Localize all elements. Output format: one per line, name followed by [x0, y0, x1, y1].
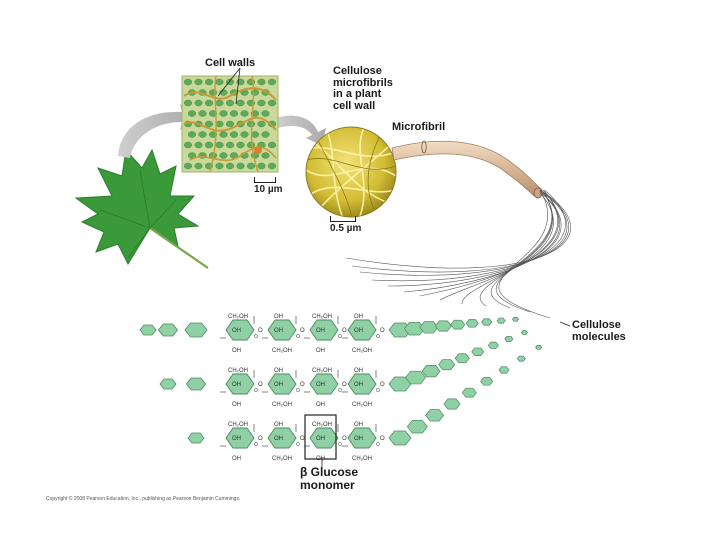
svg-text:OH: OH [316, 436, 325, 442]
cellulose-glucose-chains: CH₂OH OH OH O CH₂OH OH OH O CH₂OH OH OH O CH₂OH OH OH O… [139, 314, 543, 462]
svg-text:O: O [342, 436, 347, 442]
svg-text:OH: OH [232, 402, 241, 408]
svg-text:O: O [300, 436, 305, 442]
beta-glucose-line-1: β Glucose [300, 465, 359, 479]
svg-text:OH: OH [232, 382, 241, 388]
svg-text:CH₂OH: CH₂OH [352, 348, 372, 354]
svg-text:CH₂OH: CH₂OH [272, 348, 292, 354]
beta-glucose-caption: β Glucose monomer [300, 466, 358, 491]
svg-text:OH: OH [354, 368, 363, 374]
svg-text:OH: OH [274, 328, 283, 334]
microfibril-micrograph [305, 126, 397, 218]
svg-text:OH: OH [354, 314, 363, 320]
svg-text:O: O [342, 328, 347, 334]
maple-leaf-illustration [74, 148, 209, 269]
svg-text:OH: OH [354, 382, 363, 388]
cell-walls-micrograph [181, 75, 279, 173]
cellulose-molecule-strands [345, 189, 572, 319]
svg-text:O: O [300, 382, 305, 388]
svg-text:O: O [380, 382, 385, 388]
svg-text:OH: OH [232, 456, 241, 462]
scale-bar-0-5um-label: 0.5 µm [330, 223, 362, 234]
svg-text:O: O [258, 328, 263, 334]
cell-walls-label: Cell walls [205, 57, 256, 69]
microfibrils-caption-line-2: microfibrils [333, 76, 393, 89]
arrow-cells-to-microfibrils [276, 115, 326, 146]
beta-glucose-monomer-box [304, 414, 337, 460]
svg-text:O: O [380, 328, 385, 334]
cell-walls-pointer [217, 67, 241, 97]
svg-text:OH: OH [274, 436, 283, 442]
microfibril-bundle [391, 140, 543, 197]
microfibrils-caption-line-4: cell wall [333, 99, 376, 112]
cellulose-molecules-caption: Cellulose molecules [572, 319, 626, 343]
cellulose-molecules-line-1: Cellulose [572, 319, 621, 331]
svg-text:O: O [258, 436, 263, 442]
copyright-notice: Copyright © 2008 Pearson Education, Inc.… [46, 496, 241, 502]
scale-bar-10um: 10 µm [254, 177, 283, 195]
svg-text:O: O [258, 382, 263, 388]
microfibrils-caption-line-3: in a plant [333, 88, 382, 101]
svg-text:OH: OH [354, 436, 363, 442]
svg-text:OH: OH [354, 422, 363, 428]
svg-text:CH₂OH: CH₂OH [228, 422, 248, 428]
svg-text:OH: OH [274, 314, 283, 320]
scale-bar-0-5um: 0.5 µm [330, 216, 361, 234]
microfibrils-caption-line-1: Cellulose [333, 65, 382, 77]
svg-text:O: O [300, 328, 305, 334]
svg-text:OH: OH [354, 328, 363, 334]
svg-text:CH₂OH: CH₂OH [312, 314, 332, 320]
svg-text:OH: OH [232, 328, 241, 334]
svg-text:CH₂OH: CH₂OH [352, 402, 372, 408]
svg-text:CH₂OH: CH₂OH [272, 402, 292, 408]
svg-text:OH: OH [232, 436, 241, 442]
svg-text:CH₂OH: CH₂OH [228, 314, 248, 320]
svg-text:CH₂OH: CH₂OH [312, 422, 332, 428]
svg-text:OH: OH [274, 368, 283, 374]
cellulose-molecules-line-2: molecules [572, 330, 626, 343]
cellulose-molecules-pointer [559, 321, 571, 327]
svg-text:OH: OH [316, 328, 325, 334]
beta-glucose-line-2: monomer [300, 477, 355, 492]
microfibril-label: Microfibril [392, 121, 446, 133]
scale-bar-10um-label: 10 µm [254, 184, 283, 195]
svg-text:O: O [380, 436, 385, 442]
svg-text:CH₂OH: CH₂OH [352, 456, 372, 462]
svg-text:CH₂OH: CH₂OH [228, 368, 248, 374]
svg-text:OH: OH [316, 348, 325, 354]
microfibrils-caption: Cellulose microfibrils in a plant cell w… [333, 65, 393, 112]
svg-text:OH: OH [316, 402, 325, 408]
svg-text:O: O [342, 382, 347, 388]
arrow-leaf-to-cells [118, 104, 196, 158]
svg-text:OH: OH [232, 348, 241, 354]
svg-text:OH: OH [274, 382, 283, 388]
svg-text:CH₂OH: CH₂OH [312, 368, 332, 374]
svg-text:OH: OH [316, 382, 325, 388]
svg-text:CH₂OH: CH₂OH [272, 456, 292, 462]
svg-text:OH: OH [274, 422, 283, 428]
